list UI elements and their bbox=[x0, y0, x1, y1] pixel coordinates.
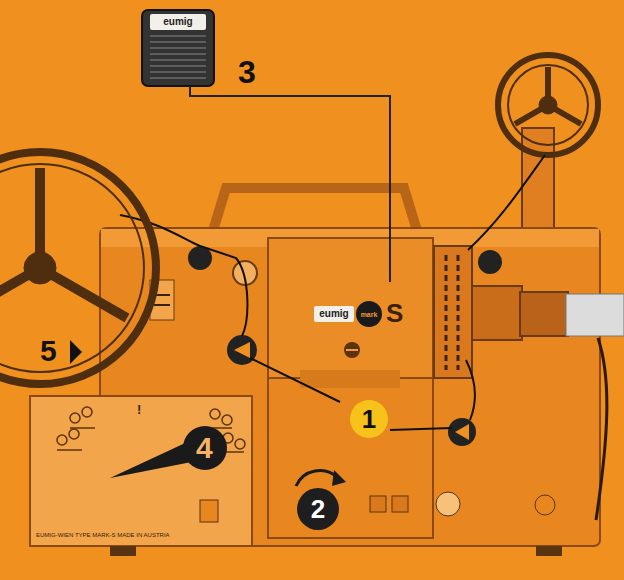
sprocket bbox=[448, 418, 476, 446]
lens-mount bbox=[472, 286, 522, 340]
callout-number: 5 bbox=[40, 336, 57, 366]
lens bbox=[566, 294, 624, 336]
node-text: eumig bbox=[163, 17, 192, 27]
foot bbox=[110, 546, 136, 556]
microphone-cable bbox=[190, 86, 390, 282]
lamp-housing bbox=[268, 238, 433, 378]
button bbox=[392, 496, 408, 512]
take-up-reel bbox=[498, 55, 598, 155]
callout-number: 3 bbox=[238, 56, 256, 88]
node-text: 1 bbox=[362, 406, 376, 432]
node-text: mark bbox=[361, 311, 378, 318]
rotation-arrow bbox=[296, 471, 338, 486]
pointer-arrow bbox=[70, 340, 82, 364]
microphone-label: eumig bbox=[150, 14, 206, 30]
node-text: 2 bbox=[311, 496, 325, 522]
power-cable bbox=[596, 338, 607, 520]
model-badge: mark bbox=[356, 301, 382, 327]
callout-number: 4 bbox=[196, 433, 213, 463]
node-text: eumig bbox=[319, 309, 348, 319]
lens-barrel bbox=[520, 292, 568, 336]
microphone bbox=[142, 10, 214, 86]
lower-housing bbox=[268, 378, 433, 538]
foot bbox=[536, 546, 562, 556]
button bbox=[370, 496, 386, 512]
film-path bbox=[120, 155, 545, 430]
screw bbox=[344, 342, 360, 358]
callout-number: 2 bbox=[297, 488, 339, 530]
feed-reel bbox=[0, 152, 156, 384]
control-panel bbox=[30, 396, 252, 546]
maker-plate: EUMIG-WIEN TYPE MARK-S MADE IN AUSTRIA bbox=[36, 532, 170, 538]
badge bbox=[200, 500, 218, 522]
model-letter: S bbox=[386, 300, 403, 326]
dial-knob bbox=[183, 426, 227, 470]
button bbox=[436, 492, 460, 516]
callout-number: 1 bbox=[350, 400, 388, 438]
brand-plate: eumig bbox=[314, 306, 354, 322]
warning-mark: ! bbox=[137, 403, 141, 416]
sprocket bbox=[227, 335, 257, 365]
switch bbox=[535, 495, 555, 515]
housing-band bbox=[300, 370, 400, 388]
microphone-grill bbox=[150, 36, 206, 78]
sprocket bbox=[478, 250, 502, 274]
film-gate bbox=[434, 246, 472, 378]
